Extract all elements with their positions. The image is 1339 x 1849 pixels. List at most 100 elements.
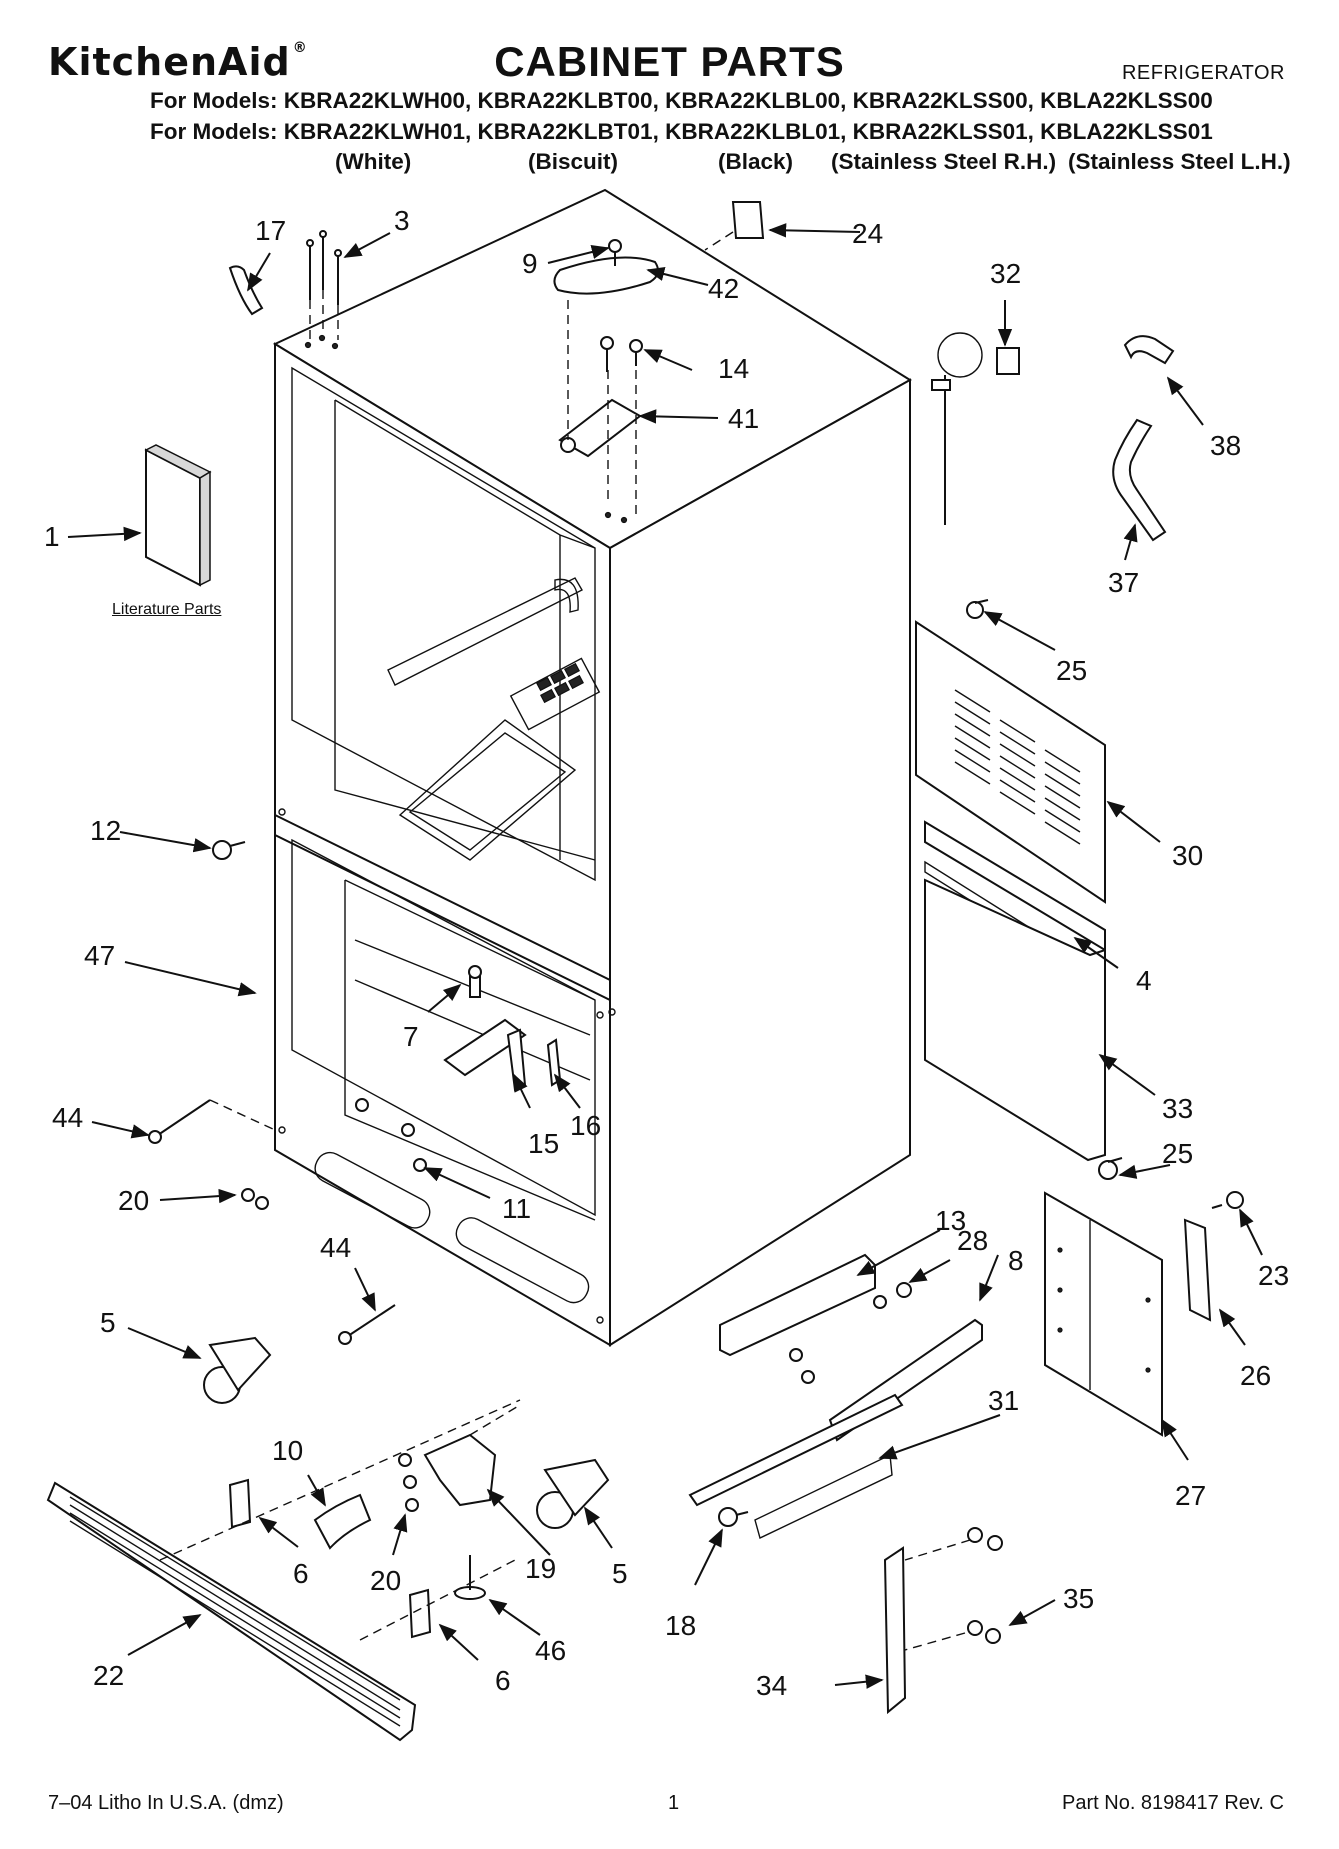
callout-18: 18 (665, 1610, 696, 1641)
callout-14: 14 (718, 353, 749, 384)
leader-lines (67, 223, 1263, 1689)
callout-6-upper: 6 (293, 1558, 309, 1589)
callout-13: 13 (935, 1205, 966, 1236)
grille-spring-clip-lower[interactable] (408, 1588, 432, 1639)
cabinet (272, 188, 912, 1347)
slide-rail-bracket[interactable] (719, 1253, 876, 1357)
callout-12: 12 (90, 815, 121, 846)
drawer-bracket[interactable] (883, 1546, 907, 1715)
callout-15: 15 (528, 1128, 559, 1159)
brand-logo: KitchenAid® (48, 40, 308, 84)
grille-clip[interactable] (313, 1493, 372, 1550)
finish-white: (White) (335, 149, 412, 174)
rail-screws[interactable] (789, 1282, 912, 1384)
footer-part-number: Part No. 8198417 Rev. C (1062, 1792, 1284, 1814)
back-panel[interactable] (1044, 1191, 1163, 1437)
front-roller-left[interactable] (203, 1336, 272, 1404)
panel-bracket[interactable] (1183, 1218, 1212, 1322)
insulation-block[interactable] (924, 878, 1106, 1162)
rear-access-panel[interactable] (915, 620, 1106, 904)
callout-44-center: 44 (320, 1232, 351, 1263)
panel-screw-lower[interactable] (1098, 1157, 1123, 1180)
bracket-bolts[interactable] (967, 1527, 1003, 1644)
brand-name: KitchenAid (48, 40, 291, 84)
models-line-1: For Models: KBRA22KLWH00, KBRA22KLBT00, … (150, 88, 1213, 113)
callout-42: 42 (708, 273, 739, 304)
callout-31: 31 (988, 1385, 1019, 1416)
callout-25-lower: 25 (1162, 1138, 1193, 1169)
top-screws[interactable] (306, 230, 342, 340)
leveling-bolt-right[interactable] (338, 1304, 396, 1345)
callout-27: 27 (1175, 1480, 1206, 1511)
finish-biscuit: (Biscuit) (528, 149, 618, 174)
callout-20-left: 20 (118, 1185, 149, 1216)
panel-screw-upper[interactable] (966, 599, 989, 619)
temperature-sensor[interactable] (931, 332, 1020, 525)
callout-19: 19 (525, 1553, 556, 1584)
callout-numbers: 1 3 4 5 5 6 6 7 8 9 10 11 12 13 14 15 16… (44, 205, 1289, 1701)
drain-tube[interactable] (228, 265, 264, 316)
vent-grill (509, 657, 601, 731)
grille-spring-clip-upper[interactable] (228, 1478, 252, 1529)
callout-38: 38 (1210, 430, 1241, 461)
callout-32: 32 (990, 258, 1021, 289)
hinge-screws[interactable] (600, 336, 643, 372)
hinge-cover[interactable] (553, 256, 660, 295)
callout-8: 8 (1008, 1245, 1024, 1276)
footer-litho: 7–04 Litho In U.S.A. (dmz) (48, 1792, 284, 1814)
finish-black: (Black) (718, 149, 794, 174)
roller-screws[interactable] (241, 1188, 419, 1512)
callout-20-lower: 20 (370, 1565, 401, 1596)
bracket-screw[interactable] (1211, 1191, 1244, 1209)
callout-33: 33 (1162, 1093, 1193, 1124)
callout-11: 11 (502, 1193, 531, 1224)
page-title: CABINET PARTS (494, 38, 845, 85)
callout-24: 24 (852, 218, 883, 249)
callout-3: 3 (394, 205, 410, 236)
literature-parts[interactable] (144, 444, 212, 587)
callout-25-upper: 25 (1056, 655, 1087, 686)
callout-7: 7 (403, 1021, 419, 1052)
callout-5-right: 5 (612, 1558, 628, 1589)
callout-23: 23 (1258, 1260, 1289, 1291)
callout-44-left: 44 (52, 1102, 83, 1133)
callout-41: 41 (728, 403, 759, 434)
hinge-bolt[interactable] (212, 840, 246, 860)
callout-22: 22 (93, 1660, 124, 1691)
callout-6-lower: 6 (495, 1665, 511, 1696)
toe-grille[interactable] (46, 1481, 417, 1742)
front-roller-right[interactable] (536, 1458, 610, 1529)
callout-30: 30 (1172, 840, 1203, 871)
freezer-rail[interactable] (688, 1393, 904, 1507)
tube-clamp[interactable] (1123, 335, 1175, 365)
callout-10: 10 (272, 1435, 303, 1466)
callout-5-left: 5 (100, 1307, 116, 1338)
roller-bracket[interactable] (423, 1433, 497, 1507)
leveling-leg[interactable] (454, 1555, 486, 1600)
callout-37: 37 (1108, 567, 1139, 598)
water-tube[interactable] (1112, 418, 1167, 542)
mullion-screws[interactable] (355, 1098, 427, 1172)
callout-35: 35 (1063, 1583, 1094, 1614)
appliance-category: REFRIGERATOR (1121, 62, 1285, 84)
rating-label[interactable] (731, 201, 765, 239)
callout-47: 47 (84, 940, 115, 971)
callout-34: 34 (756, 1670, 787, 1701)
callout-1: 1 (44, 521, 60, 552)
callout-26: 26 (1240, 1360, 1271, 1391)
callout-17: 17 (255, 215, 286, 246)
literature-parts-label: Literature Parts (112, 601, 222, 618)
finish-stainless-lh: (Stainless Steel L.H.) (1068, 149, 1291, 174)
center-hinge[interactable] (443, 1018, 527, 1077)
footer-page-number: 1 (668, 1792, 680, 1814)
callout-16: 16 (570, 1110, 601, 1141)
registered-mark: ® (292, 40, 308, 56)
models-line-2: For Models: KBRA22KLWH01, KBRA22KLBT01, … (150, 119, 1213, 144)
callout-9: 9 (522, 248, 538, 279)
leveling-bolt-left[interactable] (148, 1099, 211, 1144)
callout-46: 46 (535, 1635, 566, 1666)
center-hinge-pin[interactable] (468, 965, 482, 998)
rail-bolt[interactable] (718, 1507, 749, 1527)
finish-stainless-rh: (Stainless Steel R.H.) (831, 149, 1057, 174)
